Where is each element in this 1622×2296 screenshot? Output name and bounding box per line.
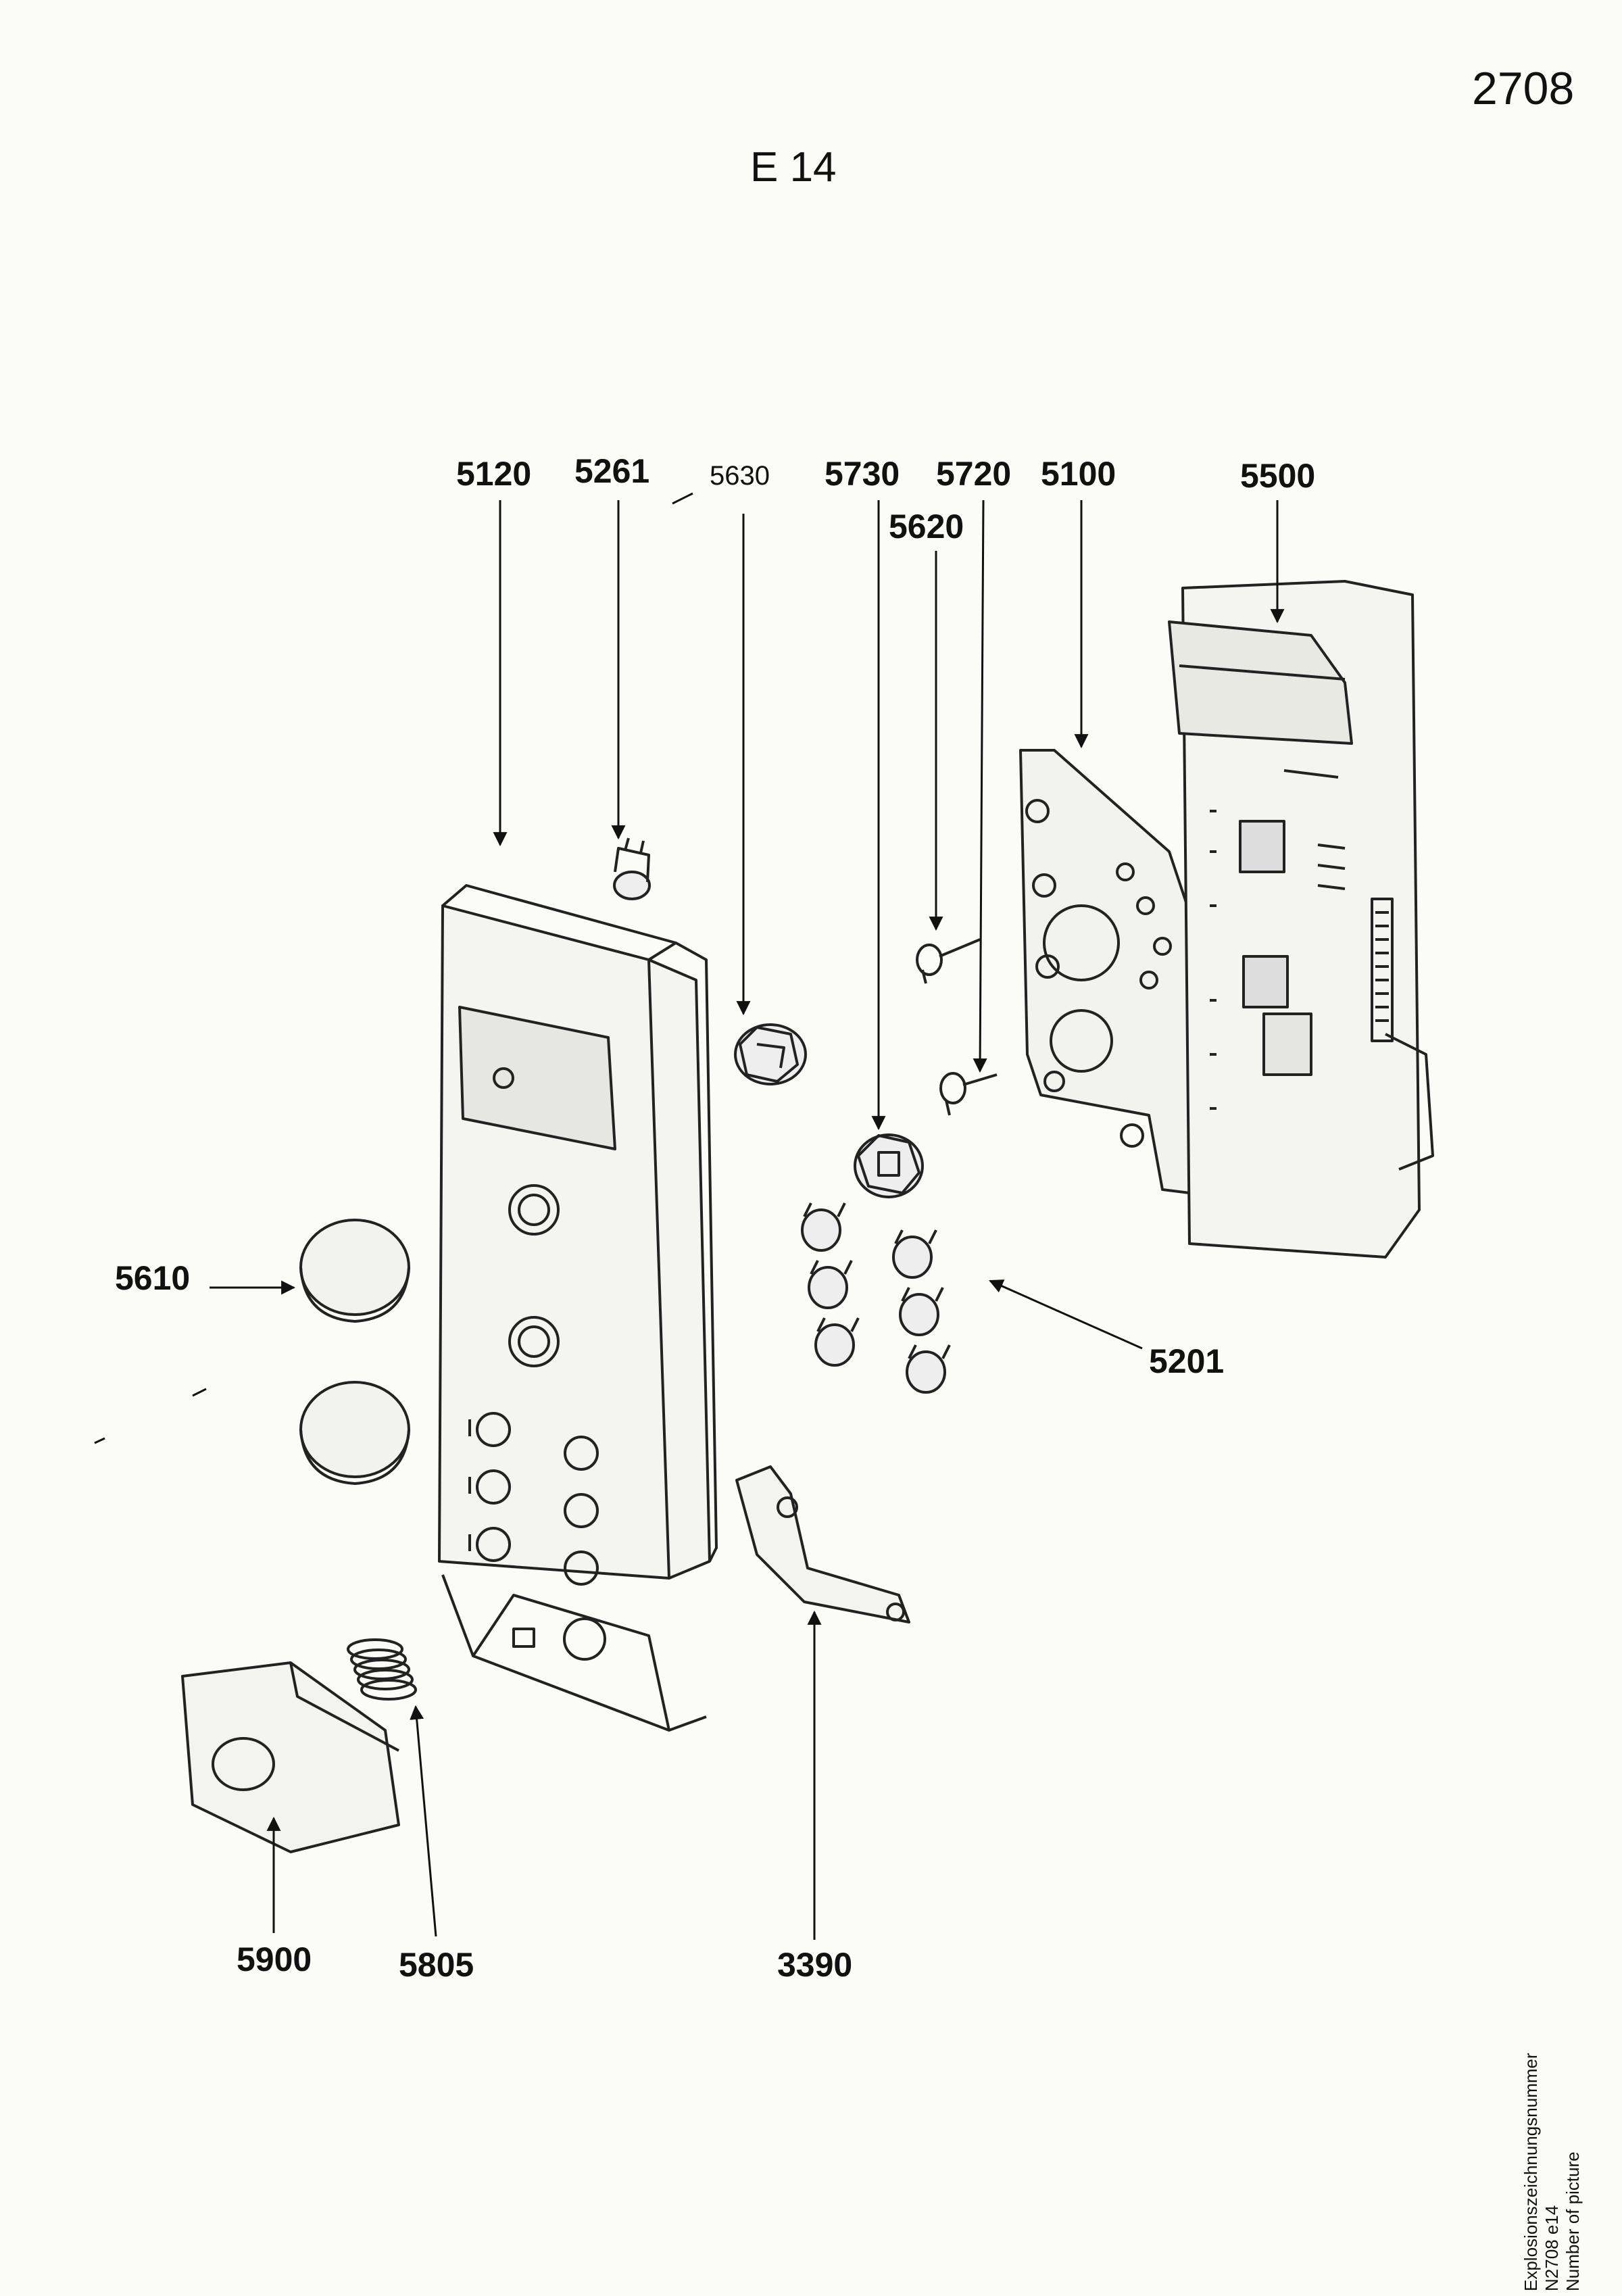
spring-5805	[347, 1638, 417, 1701]
callout-5730: 5730	[825, 455, 900, 493]
note-line-1: Explosionszeichnungsnummer N2708 e14	[1521, 2053, 1562, 2291]
knobs-5610	[299, 1219, 410, 1485]
callout-5500: 5500	[1240, 457, 1316, 495]
stray-mark	[94, 1437, 105, 1444]
door-button-5900	[181, 1661, 400, 1853]
callout-5201: 5201	[1149, 1342, 1225, 1380]
drawing-reference-note: Explosionszeichnungsnummer N2708 e14 Num…	[1521, 2053, 1583, 2291]
pcb-5500	[1168, 580, 1434, 1259]
callout-5720: 5720	[936, 455, 1012, 493]
callout-3390: 3390	[777, 1946, 853, 1984]
note-line-2: Number of picture	[1563, 2151, 1583, 2291]
part-5720	[939, 1072, 998, 1116]
callout-5805: 5805	[399, 1946, 474, 1984]
control-panel-housing	[438, 884, 718, 1732]
callout-5620: 5620	[889, 508, 964, 545]
leader-5720	[973, 499, 987, 1073]
part-5630	[734, 1023, 807, 1085]
stray-mark	[192, 1388, 207, 1397]
leader-5805	[410, 1705, 437, 1937]
leader-5201	[989, 1279, 1143, 1350]
sheet-label: E 14	[750, 144, 837, 191]
callout-5100: 5100	[1041, 455, 1116, 493]
callout-5900: 5900	[237, 1940, 312, 1978]
callout-5120: 5120	[456, 455, 532, 493]
lever-3390	[735, 1465, 910, 1623]
page-number: 2708	[1472, 63, 1575, 114]
callout-5630: 5630	[710, 461, 770, 491]
callout-5261: 5261	[574, 452, 650, 490]
callout-5610: 5610	[115, 1259, 191, 1297]
part-5730	[854, 1133, 924, 1198]
part-5261	[613, 837, 651, 900]
stray-mark	[672, 492, 693, 505]
buttons-5201	[801, 1202, 951, 1394]
part-5620	[916, 938, 981, 984]
